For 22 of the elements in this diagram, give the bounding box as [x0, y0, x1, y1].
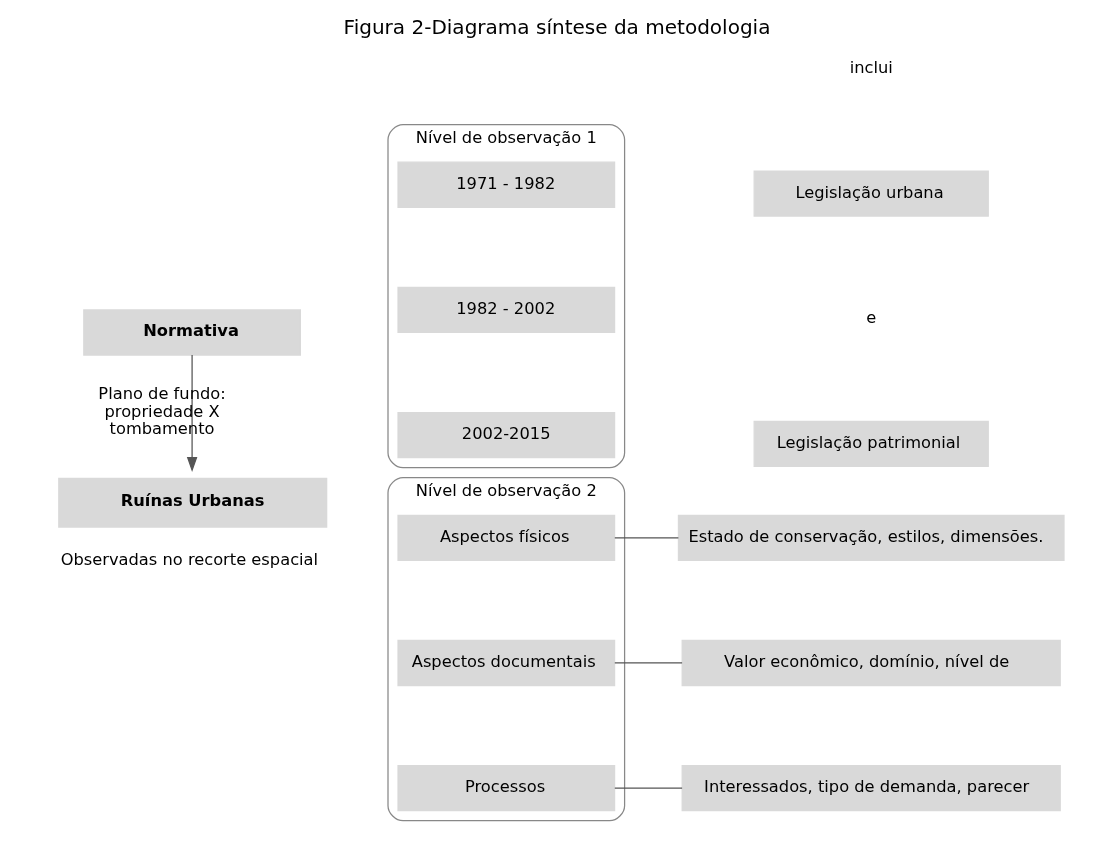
label: e: [866, 307, 877, 327]
arrow: [186, 354, 198, 473]
diagram-title: Figura 2-Diagrama síntese da metodologia: [343, 15, 771, 40]
node-label: Observadas no recorte espacial: [60, 549, 319, 569]
node-box: Ruínas Urbanas: [58, 477, 328, 528]
node-box: 1971 - 1982: [397, 161, 616, 208]
node-box: Normativa: [83, 309, 301, 356]
connector: [614, 662, 683, 664]
node-box: Aspectos documentais: [397, 639, 616, 687]
node-box: Legislação patrimonial: [753, 420, 989, 468]
connector: [614, 537, 679, 539]
connector: [614, 787, 683, 789]
node-box: Legislação urbana: [753, 170, 989, 217]
node-box: Interessados, tipo de demanda, parecer: [681, 765, 1061, 812]
node-box: 2002-2015: [397, 412, 616, 459]
node-box: Aspectos físicos: [397, 514, 616, 561]
node-box: Estado de conservação, estilos, dimensões.: [677, 514, 1065, 561]
node-box: Valor econômico, domínio, nível de: [681, 639, 1061, 687]
edge-label: Plano de fundo: propriedade X tombamento: [98, 384, 226, 439]
node-box: Processos: [397, 765, 616, 812]
node-box: 1982 - 2002: [397, 286, 616, 334]
label: inclui: [849, 57, 893, 77]
